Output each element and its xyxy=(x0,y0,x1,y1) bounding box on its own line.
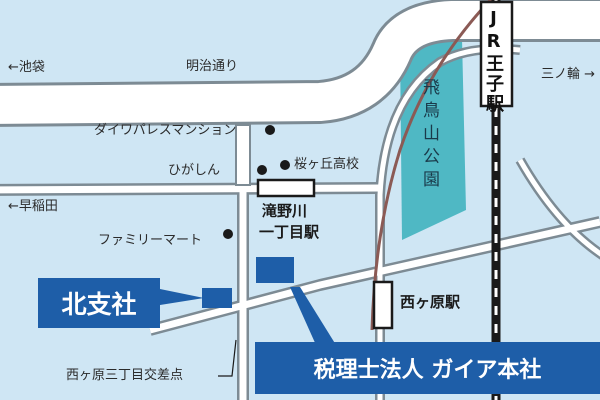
kita-branch-callout: 北支社 xyxy=(38,278,160,328)
road-waseda xyxy=(0,184,381,194)
station-oji-label: JR王子駅 xyxy=(483,8,504,114)
intersection-leader xyxy=(218,339,237,377)
landmark-higashin-label: ひがしん xyxy=(168,163,221,178)
landmark-daiwa-label: ダイワパレスマンション xyxy=(94,123,237,138)
daiwa-dot xyxy=(265,125,275,135)
direction-waseda: ←早稲田 xyxy=(8,199,58,214)
direction-ikebukuro: ←池袋 xyxy=(8,60,45,75)
landmark-sakuragaoka-label: 桜ヶ丘高校 xyxy=(294,157,360,172)
nishigahara-station-box xyxy=(372,280,394,330)
head-office-pointer xyxy=(290,287,336,345)
head-office-callout: 税理士法人 ガイア本社 xyxy=(255,342,600,394)
road-diagonal xyxy=(149,218,600,334)
road-right xyxy=(517,158,600,257)
sakuragaoka-dot xyxy=(280,160,290,170)
takinogawa-station-box xyxy=(256,178,316,198)
road-label-meiji-dori: 明治通り xyxy=(186,59,239,74)
direction-minowa: 三ノ輪 → xyxy=(541,67,596,82)
landmark-familymart-label: ファミリーマート xyxy=(98,233,203,248)
kita-branch-marker xyxy=(202,288,232,308)
road-meiji-dori xyxy=(0,1,600,124)
landmark-intersection-label: 西ヶ原三丁目交差点 xyxy=(66,368,184,383)
kita-branch-pointer xyxy=(160,289,204,305)
park-asukayama-label: 飛鳥山公園 xyxy=(419,78,439,193)
road-block-connector xyxy=(235,124,251,186)
head-office-callout-text: 税理士法人 ガイア本社 xyxy=(313,358,542,383)
oji-station-box xyxy=(479,0,514,108)
tram-line xyxy=(370,0,493,331)
higashin-dot xyxy=(257,165,267,175)
familymart-dot xyxy=(223,229,233,239)
station-nishigahara-label: 西ヶ原駅 xyxy=(400,293,461,311)
station-takinogawa-line1: 滝野川 xyxy=(262,202,308,220)
head-office-marker xyxy=(256,257,294,283)
station-takinogawa-line2: 一丁目駅 xyxy=(259,223,320,241)
kita-branch-callout-text: 北支社 xyxy=(61,290,137,319)
